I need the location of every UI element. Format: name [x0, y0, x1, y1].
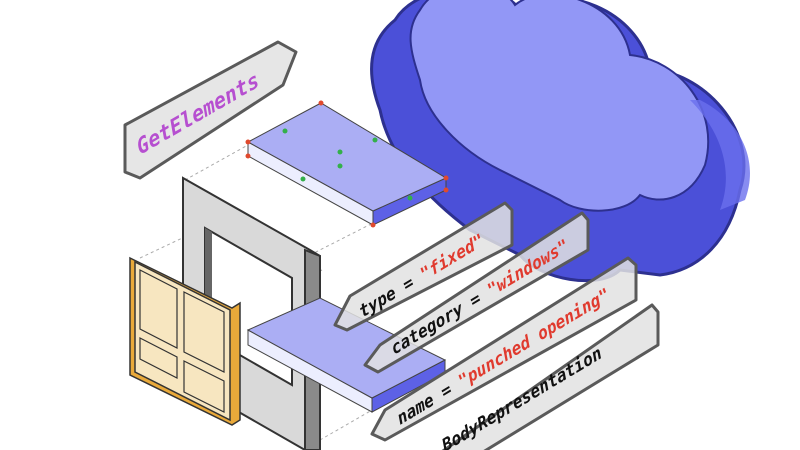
top-slab: [245, 100, 449, 228]
cloud-icon: [370, 0, 750, 283]
window-panel: [129, 256, 241, 426]
bottom-slab: [246, 297, 447, 413]
